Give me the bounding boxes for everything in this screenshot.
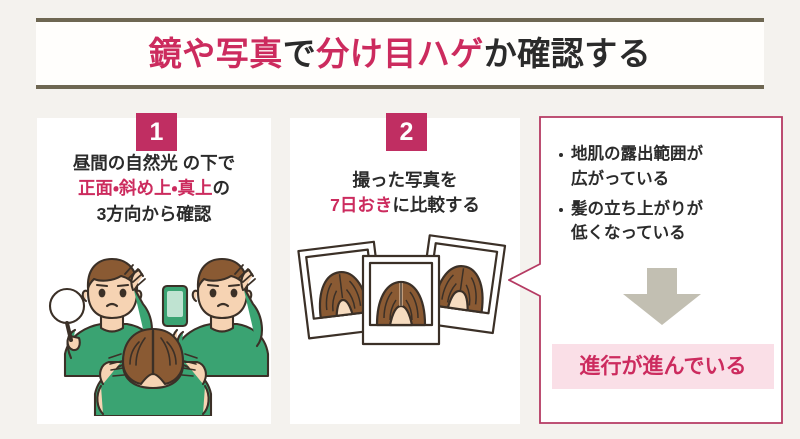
step-1-text: 昼間の自然光 の下で 正面・斜め上・真上の 3方向から確認 [37, 151, 271, 227]
step-2-line-2: 7日おきに比較する [290, 193, 520, 218]
step-2-line-1: 撮った写真を [352, 170, 458, 190]
step-1-line-2-b: の [212, 178, 230, 199]
bullet-1-line-1: 地肌の露出範囲が [571, 145, 703, 163]
title-segment-4: か確認する [483, 35, 652, 72]
step-card-2: 撮った写真を 7日おきに比較する [290, 118, 520, 424]
step-1-line-2: 正面・斜め上・真上の [37, 176, 271, 201]
photo-2 [361, 254, 441, 346]
step-badge-2: 2 [386, 113, 427, 151]
step-1-line-3: 3方向から確認 [96, 203, 212, 224]
result-badge: 進行が進んでいる [552, 344, 774, 389]
step-2-line-2-b: に比較する [392, 195, 480, 216]
result-text: 進行が進んでいる [579, 355, 747, 378]
bullet-2-line-1: 髪の立ち上がりが [571, 199, 703, 218]
title-segment-2: で [282, 35, 317, 72]
illustration-scalp-check [37, 246, 271, 418]
bullet-1-line-2: 広がっている [571, 169, 670, 188]
step-2-line-2-a: 7日おき [330, 195, 393, 216]
illustration-scalp-photos [290, 228, 520, 358]
conclusion-bullet-list: 地肌の露出範囲が 広がっている 髪の立ち上がりが 低くなっている [558, 142, 773, 251]
conclusion-panel: 地肌の露出範囲が 広がっている 髪の立ち上がりが 低くなっている 進行が進んでい… [508, 116, 783, 424]
step-2-text: 撮った写真を 7日おきに比較する [290, 168, 520, 219]
down-arrow-icon [617, 268, 707, 331]
page-title: 鏡や写真で分け目ハゲか確認する [149, 37, 652, 70]
page-title-bar: 鏡や写真で分け目ハゲか確認する [36, 18, 764, 89]
bullet-2-line-2: 低くなっている [571, 224, 686, 243]
title-segment-3: 分け目ハゲ [316, 35, 484, 72]
step-1-line-1: 昼間の自然光 の下で [72, 153, 236, 173]
photo-1 [297, 240, 386, 340]
list-item: 地肌の露出範囲が 広がっている [558, 142, 773, 192]
title-segment-1: 鏡や写真 [148, 35, 283, 72]
step-badge-1: 1 [136, 113, 177, 151]
step-card-1: 昼間の自然光 の下で 正面・斜め上・真上の 3方向から確認 [37, 118, 271, 424]
step-1-line-2-a: 正面・斜め上・真上 [78, 178, 213, 199]
list-item: 髪の立ち上がりが 低くなっている [558, 197, 773, 247]
figure-top-view [93, 327, 213, 418]
